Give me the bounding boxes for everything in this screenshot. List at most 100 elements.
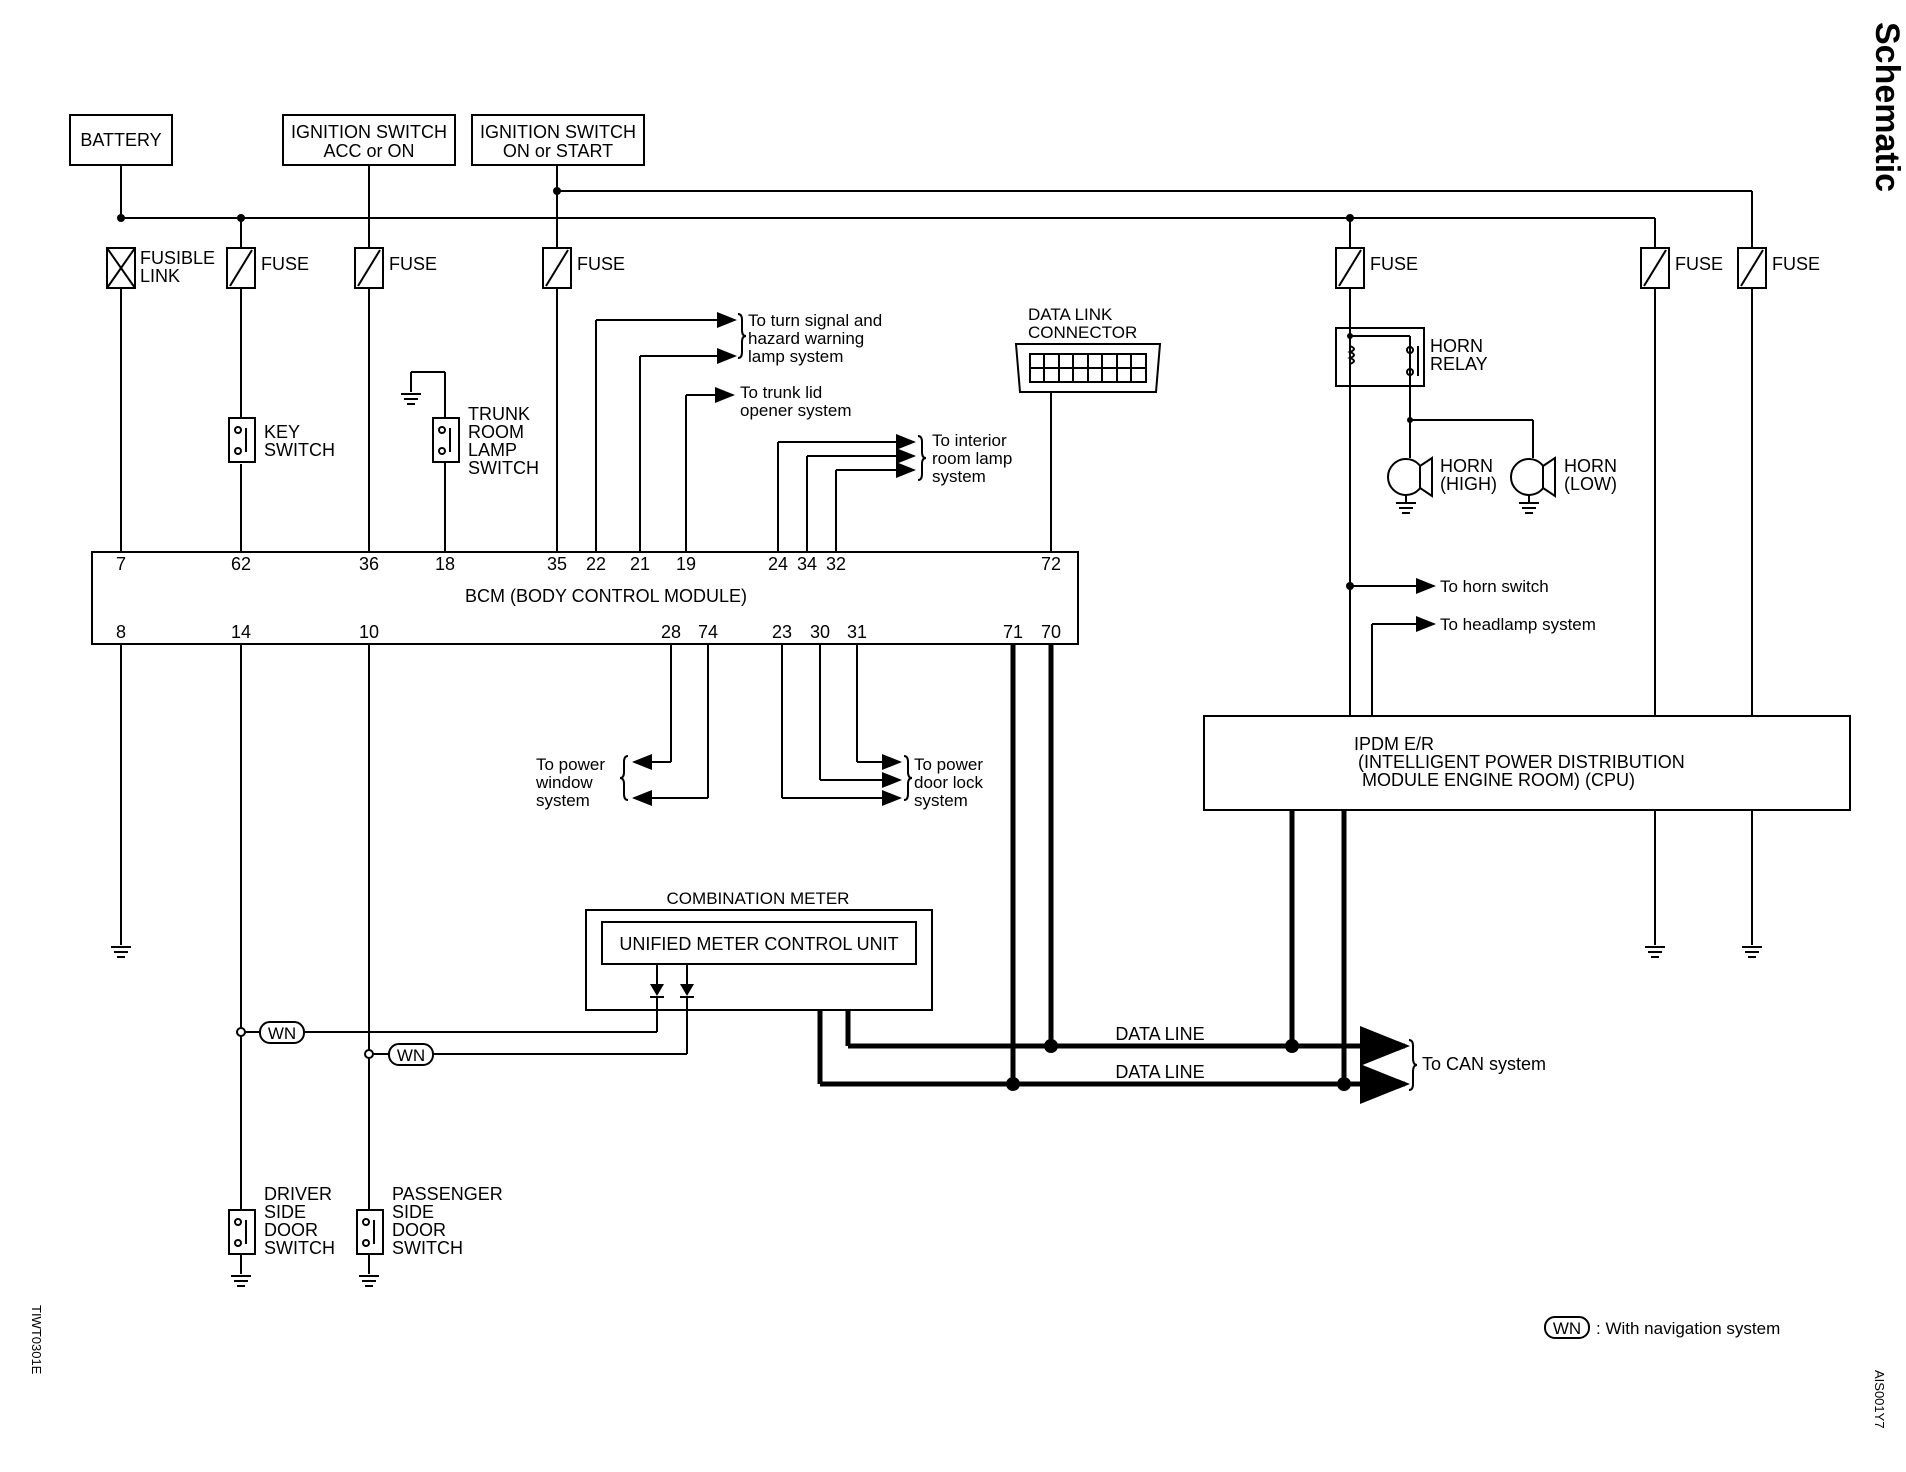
svg-text:opener system: opener system <box>740 401 852 420</box>
fusible-link: FUSIBLE LINK <box>106 247 215 289</box>
interior-lamp-destination: To interior room lamp system <box>917 431 1012 486</box>
horn-switch-destination: To horn switch <box>1440 577 1549 596</box>
svg-text:BATTERY: BATTERY <box>80 130 161 150</box>
svg-text:HORN: HORN <box>1440 456 1493 476</box>
ipdm-module: IPDM E/R (INTELLIGENT POWER DISTRIBUTION… <box>1203 715 1851 811</box>
svg-text:ON or START: ON or START <box>503 141 613 161</box>
page-title: Schematic <box>1868 22 1906 192</box>
svg-text:DOOR: DOOR <box>264 1220 318 1240</box>
svg-text:LAMP: LAMP <box>468 440 517 460</box>
horn-relay: HORN RELAY <box>1335 288 1488 387</box>
svg-text:LINK: LINK <box>140 266 180 286</box>
svg-text:32: 32 <box>826 554 846 574</box>
svg-text:IGNITION SWITCH: IGNITION SWITCH <box>480 122 636 142</box>
svg-text:To power: To power <box>914 755 983 774</box>
svg-text:DATA LINE: DATA LINE <box>1115 1024 1204 1044</box>
svg-text:71: 71 <box>1003 622 1023 642</box>
bcm-bottom-wires <box>110 644 902 1210</box>
svg-text:hazard warning: hazard warning <box>748 329 864 348</box>
svg-text:35: 35 <box>547 554 567 574</box>
svg-text:30: 30 <box>810 622 830 642</box>
svg-text:ACC or ON: ACC or ON <box>323 141 414 161</box>
svg-text:CONNECTOR: CONNECTOR <box>1028 323 1137 342</box>
power-door-lock-destination: To power door lock system <box>903 755 983 810</box>
svg-text:DATA LINK: DATA LINK <box>1028 305 1113 324</box>
svg-text:To interior: To interior <box>932 431 1007 450</box>
svg-text:room lamp: room lamp <box>932 449 1012 468</box>
svg-text:FUSE: FUSE <box>1370 254 1418 274</box>
figure-code-left: TIWT0301E <box>29 1305 44 1375</box>
svg-text:door lock: door lock <box>914 773 983 792</box>
svg-text:To trunk lid: To trunk lid <box>740 383 822 402</box>
svg-text:SWITCH: SWITCH <box>264 1238 335 1258</box>
svg-text:PASSENGER: PASSENGER <box>392 1184 503 1204</box>
bcm-input-wires <box>120 288 558 552</box>
power-bus-lines <box>117 165 1753 248</box>
trunk-room-lamp-switch: TRUNK ROOM LAMP SWITCH <box>400 371 539 552</box>
svg-text:SWITCH: SWITCH <box>264 440 335 460</box>
svg-text:SWITCH: SWITCH <box>468 458 539 478</box>
svg-text:RELAY: RELAY <box>1430 354 1488 374</box>
svg-text:IPDM E/R: IPDM E/R <box>1354 734 1434 754</box>
svg-text:8: 8 <box>116 622 126 642</box>
fuse-key: FUSE <box>226 247 309 289</box>
battery-box: BATTERY <box>69 114 173 166</box>
ignition-acc-box: IGNITION SWITCH ACC or ON <box>282 114 456 166</box>
key-switch: KEY SWITCH <box>228 417 335 463</box>
power-window-destination: To power window system <box>535 755 629 810</box>
svg-text:WN: WN <box>397 1046 425 1065</box>
combination-meter: COMBINATION METER UNIFIED METER CONTROL … <box>585 889 933 1054</box>
svg-text:72: 72 <box>1041 554 1061 574</box>
svg-text:31: 31 <box>847 622 867 642</box>
svg-text:window: window <box>535 773 593 792</box>
svg-text:To power: To power <box>536 755 605 774</box>
svg-text:FUSE: FUSE <box>1772 254 1820 274</box>
wn-tag-driver: WN <box>259 1021 305 1044</box>
svg-text:(HIGH): (HIGH) <box>1440 474 1497 494</box>
svg-text:70: 70 <box>1041 622 1061 642</box>
svg-text:DOOR: DOOR <box>392 1220 446 1240</box>
svg-text:19: 19 <box>676 554 696 574</box>
wn-legend: WN : With navigation system <box>1544 1316 1780 1339</box>
svg-text:(INTELLIGENT POWER DISTRIBUTIO: (INTELLIGENT POWER DISTRIBUTION <box>1358 752 1685 772</box>
fuse-ipdm-2: FUSE <box>1737 247 1820 289</box>
svg-text:To turn signal and: To turn signal and <box>748 311 882 330</box>
bcm-top-output-wires <box>595 312 916 552</box>
svg-text:WN: WN <box>1553 1319 1581 1338</box>
trunk-lid-destination: To trunk lid opener system <box>740 383 852 420</box>
svg-text:21: 21 <box>630 554 650 574</box>
svg-text:28: 28 <box>661 622 681 642</box>
svg-text:DATA LINE: DATA LINE <box>1115 1062 1204 1082</box>
ipdm-feed-wires <box>1346 288 1763 958</box>
svg-text:FUSIBLE: FUSIBLE <box>140 248 215 268</box>
figure-code-right: AIS001Y7 <box>1872 1370 1887 1429</box>
svg-text:FUSE: FUSE <box>1675 254 1723 274</box>
svg-text:23: 23 <box>772 622 792 642</box>
svg-text:MODULE ENGINE ROOM) (CPU): MODULE ENGINE ROOM) (CPU) <box>1362 770 1635 790</box>
svg-text:36: 36 <box>359 554 379 574</box>
svg-text:18: 18 <box>435 554 455 574</box>
svg-text:34: 34 <box>797 554 817 574</box>
svg-text:SWITCH: SWITCH <box>392 1238 463 1258</box>
svg-text:system: system <box>536 791 590 810</box>
wn-tag-passenger: WN <box>388 1043 434 1066</box>
svg-text:SIDE: SIDE <box>264 1202 306 1222</box>
svg-text:system: system <box>914 791 968 810</box>
svg-text:FUSE: FUSE <box>261 254 309 274</box>
ignition-on-box: IGNITION SWITCH ON or START <box>471 114 645 166</box>
svg-text:22: 22 <box>586 554 606 574</box>
svg-text:14: 14 <box>231 622 251 642</box>
turn-signal-destination: To turn signal and hazard warning lamp s… <box>737 311 882 366</box>
svg-text:lamp system: lamp system <box>748 347 843 366</box>
svg-text:COMBINATION METER: COMBINATION METER <box>667 889 850 908</box>
svg-text:WN: WN <box>268 1024 296 1043</box>
svg-text:10: 10 <box>359 622 379 642</box>
svg-text:ROOM: ROOM <box>468 422 524 442</box>
svg-text:: With navigation system: : With navigation system <box>1596 1319 1780 1338</box>
fuse-acc: FUSE <box>354 247 437 289</box>
svg-text:7: 7 <box>116 554 126 574</box>
svg-text:To CAN system: To CAN system <box>1422 1054 1546 1074</box>
horn-low: HORN (LOW) <box>1510 420 1617 514</box>
data-link-connector: DATA LINK CONNECTOR <box>1014 305 1162 552</box>
